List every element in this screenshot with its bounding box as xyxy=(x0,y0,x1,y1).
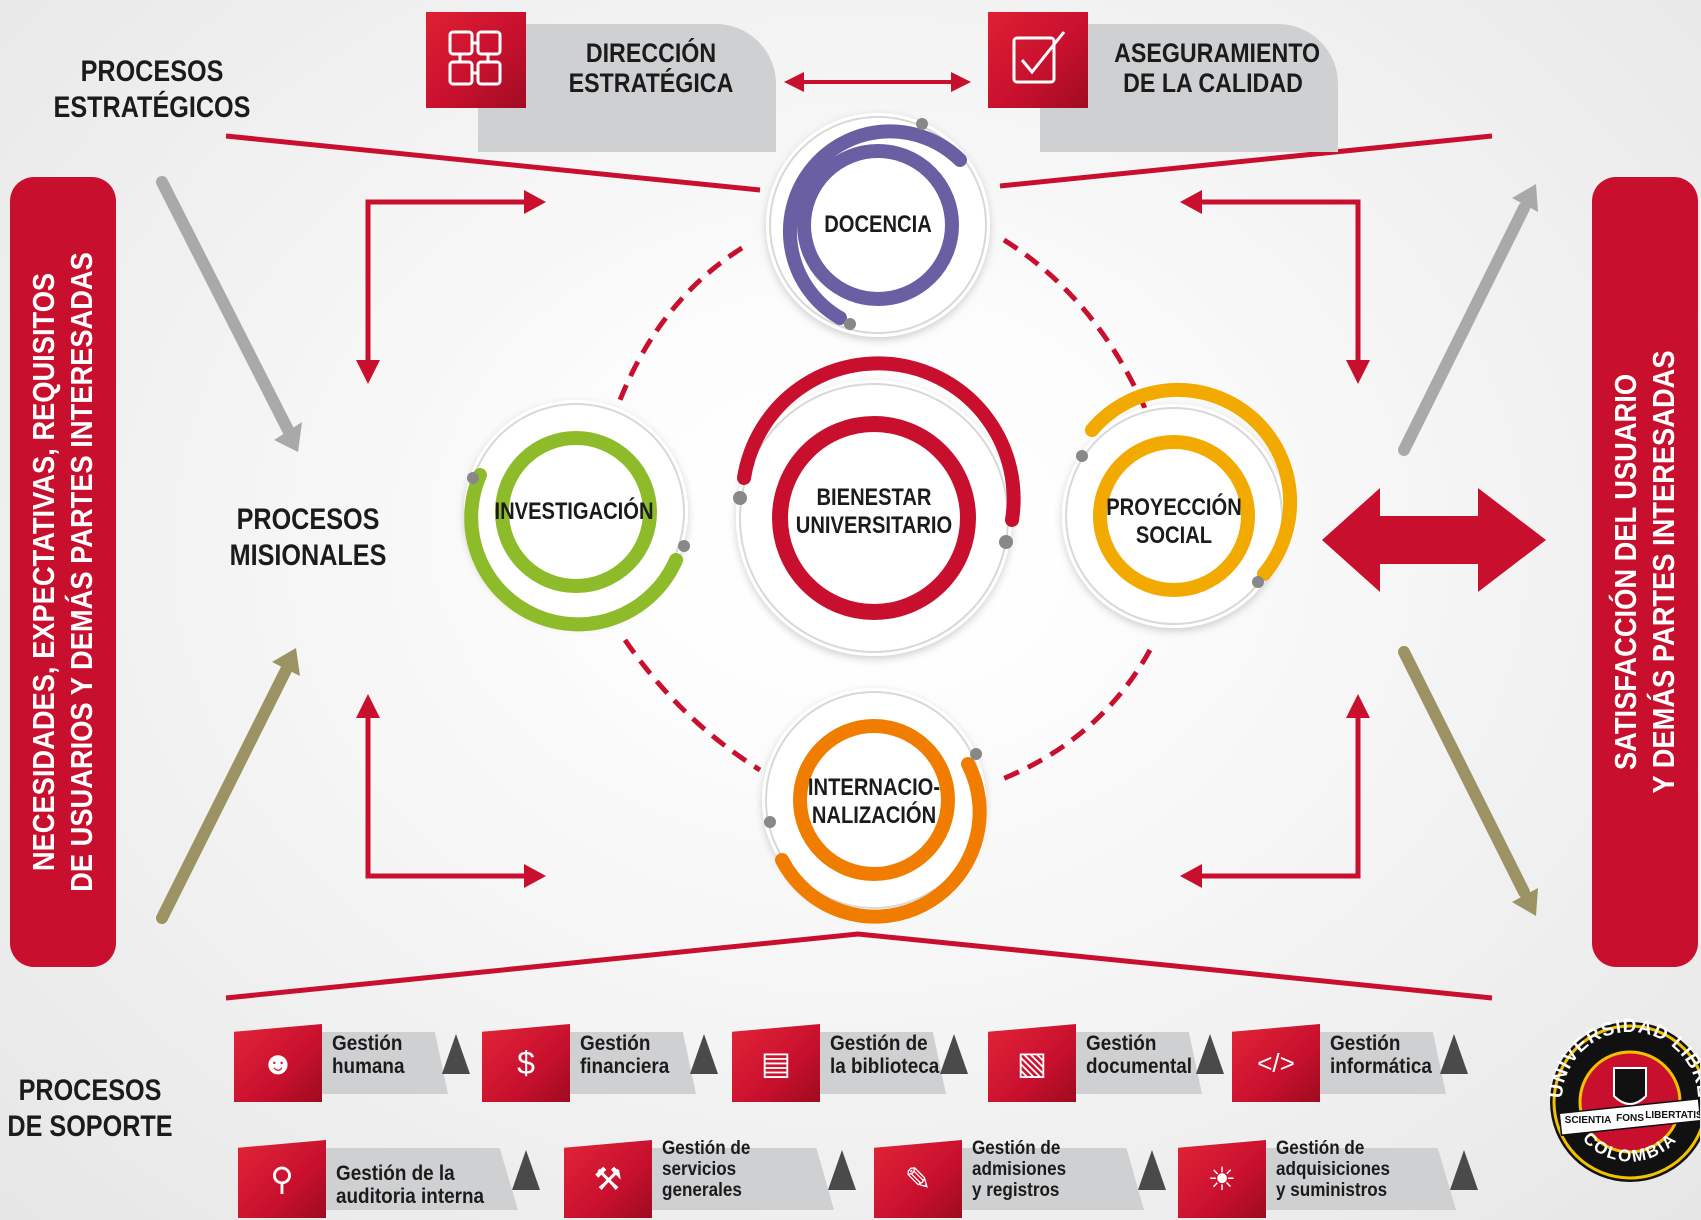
support-corner xyxy=(1440,1034,1468,1074)
support-tab xyxy=(988,1024,1076,1102)
support-gestion-biblioteca[interactable]: ▤ Gestión de la biblioteca xyxy=(732,1024,968,1102)
aseguramiento-calidad-panel xyxy=(1040,24,1338,152)
support-label: Gestión de adquisiciones y suministros xyxy=(1276,1138,1391,1201)
aseguramiento-calidad-label: ASEGURAMIENTO DE LA CALIDAD xyxy=(1114,38,1321,98)
heading-procesos-estrategicos: PROCESOS ESTRATÉGICOS xyxy=(53,55,251,124)
bienestar-label[interactable]: BIENESTAR UNIVERSITARIO xyxy=(795,484,953,539)
support-tab xyxy=(234,1024,322,1102)
investigacion-circle-graphic xyxy=(464,400,690,632)
support-corner xyxy=(1196,1034,1224,1074)
input-arrow-grey xyxy=(156,176,302,452)
support-label: Gestión de admisiones y registros xyxy=(972,1138,1067,1201)
support-corner xyxy=(1450,1150,1478,1190)
support-panel xyxy=(1228,1148,1456,1210)
bienestar-circle-graphic xyxy=(733,356,1021,656)
requirements-bar-text: NECESIDADES, EXPECTATIVAS, REQUISITOS DE… xyxy=(26,252,99,892)
aseguramiento-calidad-box[interactable]: ASEGURAMIENTO DE LA CALIDAD xyxy=(988,12,1338,152)
universidad-libre-logo: UNIVERSIDAD LIBRE COLOMBIA SCIENTIA FONS… xyxy=(1540,1012,1700,1182)
support-gestion-documental[interactable]: ▧ Gestión documental xyxy=(988,1024,1224,1102)
support-corner xyxy=(442,1034,470,1074)
people-icon: ☻ xyxy=(261,1045,295,1081)
support-tab xyxy=(238,1140,326,1218)
box-idea-icon: ☀ xyxy=(1207,1161,1237,1197)
form-icon: ✎ xyxy=(904,1161,932,1197)
support-tab xyxy=(482,1024,570,1102)
support-corner xyxy=(940,1034,968,1074)
strategic-line-left xyxy=(225,133,761,193)
docencia-label[interactable]: DOCENCIA xyxy=(824,211,932,238)
proyeccion-circle-graphic xyxy=(1062,382,1298,628)
strategic-line-right xyxy=(999,133,1493,189)
support-gestion-servicios[interactable]: ⚒ Gestión de servicios generales xyxy=(564,1138,856,1218)
handshake-icon xyxy=(440,26,510,92)
support-label: Gestión de la biblioteca xyxy=(830,1032,940,1078)
satisfaction-double-arrow xyxy=(1322,488,1546,592)
support-gestion-financiera[interactable]: $ Gestión financiera xyxy=(482,1024,718,1102)
satisfaction-bar: SATISFACCIÓN DEL USUARIO Y DEMÁS PARTES … xyxy=(1592,177,1698,967)
investigacion-label[interactable]: INVESTIGACIÓN xyxy=(494,498,654,525)
support-label: Gestión de la auditoria interna xyxy=(336,1162,485,1208)
binders-icon: ▧ xyxy=(1016,1045,1048,1081)
heading-procesos-soporte: PROCESOS DE SOPORTE xyxy=(7,1074,173,1143)
support-tab xyxy=(874,1140,962,1218)
requirements-bar: NECESIDADES, EXPECTATIVAS, REQUISITOS DE… xyxy=(10,177,116,967)
direccion-estrategica-tab xyxy=(426,12,526,108)
support-tab xyxy=(1232,1024,1320,1102)
support-label: Gestión financiera xyxy=(580,1032,670,1078)
direccion-estrategica-box[interactable]: DIRECCIÓN ESTRATÉGICA xyxy=(426,12,776,152)
svg-text:FONS: FONS xyxy=(1616,1113,1644,1124)
checklist-icon xyxy=(1002,26,1072,92)
output-arrow-grey xyxy=(1398,184,1538,456)
strategic-double-arrow xyxy=(784,72,971,92)
aseguramiento-calidad-tab xyxy=(988,12,1088,108)
support-tab xyxy=(732,1024,820,1102)
heading-procesos-misionales: PROCESOS MISIONALES xyxy=(229,503,387,572)
tools-icon: ⚒ xyxy=(593,1161,623,1197)
support-gestion-humana[interactable]: ☻ Gestión humana xyxy=(234,1024,470,1102)
support-label: Gestión documental xyxy=(1086,1032,1193,1078)
internacionalizacion-label[interactable]: INTERNACIO- NALIZACIÓN xyxy=(807,774,941,829)
support-gestion-admisiones[interactable]: ✎ Gestión de admisiones y registros xyxy=(874,1138,1166,1218)
support-label: Gestión informática xyxy=(1330,1032,1432,1078)
books-icon: ▤ xyxy=(760,1045,792,1081)
support-line xyxy=(225,931,1493,1001)
corner-arrow-bottom-right xyxy=(1180,694,1370,888)
direccion-estrategica-panel xyxy=(478,24,776,152)
support-gestion-adquisiciones[interactable]: ☀ Gestión de adquisiciones y suministros xyxy=(1178,1138,1478,1218)
direccion-estrategica-label: DIRECCIÓN ESTRATÉGICA xyxy=(568,38,734,98)
support-corner xyxy=(828,1150,856,1190)
docencia-circle-graphic xyxy=(766,113,990,337)
svg-text:SCIENTIA: SCIENTIA xyxy=(1565,1115,1612,1126)
support-corner xyxy=(512,1150,540,1190)
support-corner xyxy=(690,1034,718,1074)
support-tab xyxy=(564,1140,652,1218)
output-arrow-olive xyxy=(1398,646,1538,916)
input-arrow-olive xyxy=(156,648,300,924)
corner-arrow-top-left xyxy=(356,190,546,384)
support-corner xyxy=(1138,1150,1166,1190)
satisfaction-bar-text: SATISFACCIÓN DEL USUARIO Y DEMÁS PARTES … xyxy=(1608,350,1681,794)
support-panel xyxy=(288,1148,518,1210)
corner-arrow-bottom-left xyxy=(356,694,546,888)
code-window-icon: </> xyxy=(1257,1048,1295,1078)
internacionalizacion-circle-graphic xyxy=(762,688,987,924)
support-tab xyxy=(1178,1140,1266,1218)
support-label: Gestión de servicios generales xyxy=(662,1138,751,1201)
magnifier-icon: ⚲ xyxy=(270,1161,294,1197)
svg-text:LIBERTATIS: LIBERTATIS xyxy=(1645,1110,1700,1121)
support-gestion-informatica[interactable]: </> Gestión informática xyxy=(1232,1024,1468,1102)
support-gestion-auditoria[interactable]: ⚲ Gestión de la auditoria interna xyxy=(238,1140,540,1218)
dashed-connections xyxy=(617,237,1153,783)
money-icon: $ xyxy=(517,1045,535,1081)
corner-arrow-top-right xyxy=(1180,190,1370,384)
support-label: Gestión humana xyxy=(332,1032,405,1078)
proyeccion-label[interactable]: PROYECCIÓN SOCIAL xyxy=(1106,494,1242,549)
